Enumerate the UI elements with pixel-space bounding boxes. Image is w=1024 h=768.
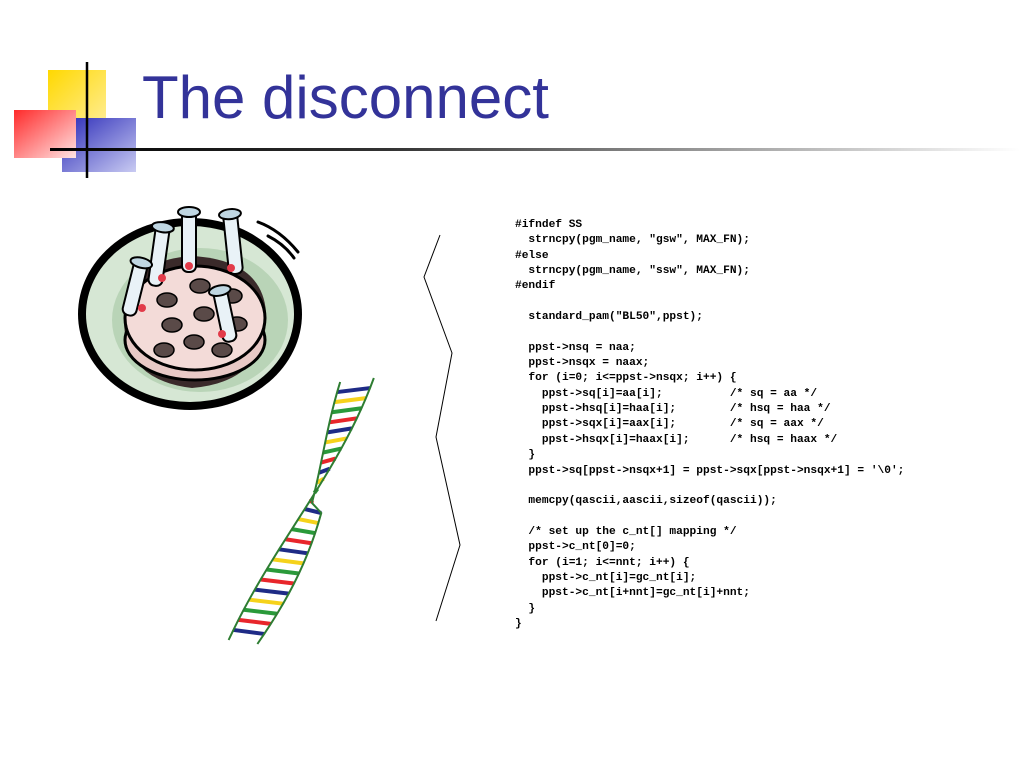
code-line: memcpy(qascii,aascii,sizeof(qascii));	[528, 495, 777, 508]
code-line: ppst->c_nt[i+nnt]=gc_nt[i]+nnt;	[541, 587, 750, 600]
dna-base-pair	[266, 567, 300, 576]
code-line: ppst->c_nt[0]=0;	[528, 541, 636, 554]
zigzag-bracket-icon	[423, 234, 461, 622]
dna-base-pair	[331, 406, 362, 415]
code-line: for (i=1; i<=nnt; i++) {	[528, 556, 690, 569]
dna-base-pair	[329, 416, 358, 425]
code-line: /* set up the c_nt[] mapping */	[528, 525, 737, 538]
dna-base-pair	[254, 587, 289, 596]
dna-base-pair	[326, 426, 353, 435]
petri-dish-icon	[78, 206, 302, 410]
code-line: ppst->c_nt[i]=gc_nt[i];	[541, 571, 697, 584]
dna-base-pair	[336, 386, 371, 395]
code-line: }	[528, 449, 536, 462]
dna-base-pair	[233, 627, 265, 636]
code-listing: #ifndef SS strncpy(pgm_name, "gsw", MAX_…	[515, 218, 904, 632]
dna-base-pair	[334, 396, 367, 405]
dna-base-pair	[320, 456, 337, 465]
dna-base-pair	[322, 446, 342, 455]
code-line: #ifndef SS	[515, 219, 583, 231]
slide-title: The disconnect	[142, 64, 549, 131]
code-line: #else	[515, 249, 549, 262]
code-line: ppst->hsqx[i]=haax[i]; /* hsq = haax */	[541, 433, 838, 446]
code-line: #endif	[515, 280, 556, 293]
dna-base-pair	[291, 527, 316, 536]
dna-base-pair	[297, 517, 319, 526]
dna-base-pair	[304, 507, 322, 515]
code-line: }	[515, 617, 522, 630]
dna-base-pair	[238, 617, 272, 626]
code-line: standard_pam("BL50",ppst);	[528, 311, 703, 324]
title-decoration-icon	[14, 62, 1020, 178]
code-line: ppst->hsq[i]=haa[i]; /* hsq = haa */	[541, 403, 831, 416]
code-line: ppst->sq[ppst->nsqx+1] = ppst->sqx[ppst-…	[528, 464, 905, 477]
code-line: strncpy(pgm_name, "ssw", MAX_FN);	[528, 265, 750, 278]
code-line: }	[528, 602, 536, 615]
code-line: ppst->nsq = naa;	[528, 341, 636, 354]
dna-helix-icon	[227, 377, 375, 645]
dna-base-pair	[260, 577, 295, 586]
dna-base-pair	[318, 466, 331, 475]
code-line: strncpy(pgm_name, "gsw", MAX_FN);	[528, 234, 750, 247]
dna-base-pair	[285, 537, 312, 546]
code-line: ppst->sq[i]=aa[i]; /* sq = aa */	[541, 387, 818, 400]
dna-base-pair	[248, 597, 284, 606]
dna-base-pair	[278, 547, 308, 556]
dna-strand	[227, 377, 375, 641]
dna-base-pair	[324, 436, 348, 445]
code-line: for (i=0; i<=ppst->nsqx; i++) {	[528, 372, 737, 385]
dna-base-pair	[243, 607, 278, 616]
code-line: ppst->sqx[i]=aax[i]; /* sq = aax */	[541, 418, 824, 431]
dna-base-pair	[272, 557, 304, 566]
code-line: ppst->nsqx = naax;	[528, 357, 650, 370]
dna-strand	[256, 381, 342, 645]
